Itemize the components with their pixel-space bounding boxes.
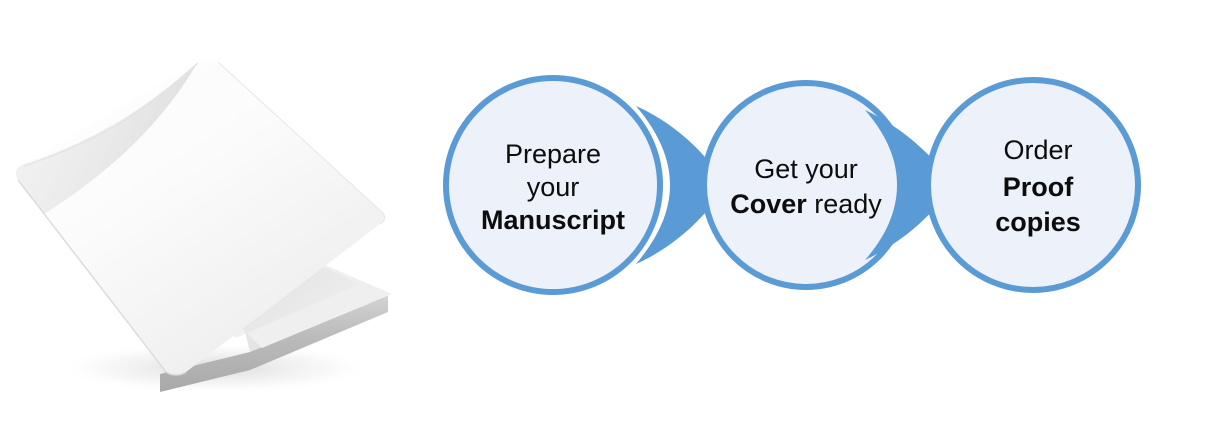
process-flow-diagram: Prepare your Manuscript Get your xyxy=(440,0,1227,431)
chevron-right-icon-2 xyxy=(865,110,953,260)
paper-curl-underside xyxy=(15,62,199,214)
chevron-right-icon xyxy=(636,106,726,264)
step-1-line-1: Prepare xyxy=(505,139,601,169)
step-3-line-3: copies xyxy=(995,207,1081,237)
process-step-1[interactable]: Prepare your Manuscript xyxy=(443,75,663,295)
paper-curl-highlight xyxy=(23,62,199,167)
process-step-2[interactable]: Get your Cover ready xyxy=(701,80,911,290)
stack-front-edge xyxy=(160,296,388,392)
step-3-line-1: Order xyxy=(1003,135,1072,165)
step-3-circle[interactable] xyxy=(925,77,1141,293)
step-2-circle[interactable] xyxy=(701,80,911,290)
process-step-3[interactable]: Order Proof copies xyxy=(925,77,1141,293)
step-2-label: Get your xyxy=(754,154,858,184)
paper-stack-illustration xyxy=(0,0,430,431)
arrow-step2-to-step3 xyxy=(865,110,953,260)
arrow-step1-to-step2 xyxy=(636,106,726,264)
step-3-label-line2: Proof xyxy=(1003,172,1075,202)
paper-sheet-bottom-edge xyxy=(17,179,187,376)
step-3-line-2: Proof xyxy=(1003,172,1075,202)
step-1-circle[interactable] xyxy=(443,75,663,295)
paper-stack-svg xyxy=(15,59,392,394)
step-3-label: Order xyxy=(1003,135,1072,165)
step-3-label-line3: copies xyxy=(995,207,1081,237)
step-2-line-2-bold: Cover xyxy=(730,189,807,219)
step-2-line-2-regular: ready xyxy=(814,189,882,219)
step-1-line-2: your xyxy=(527,172,580,202)
step-1-label-line3: Manuscript xyxy=(481,205,625,235)
step-1-label: Prepare xyxy=(505,139,601,169)
paper-sheet-right-edge xyxy=(217,61,386,225)
step-2-line-1: Get your xyxy=(754,154,858,184)
step-2-label-line2: Cover ready xyxy=(730,189,882,219)
process-flow-svg: Prepare your Manuscript Get your xyxy=(443,75,1141,295)
step-1-line-3: Manuscript xyxy=(481,205,625,235)
step-1-label-line2: your xyxy=(527,172,580,202)
